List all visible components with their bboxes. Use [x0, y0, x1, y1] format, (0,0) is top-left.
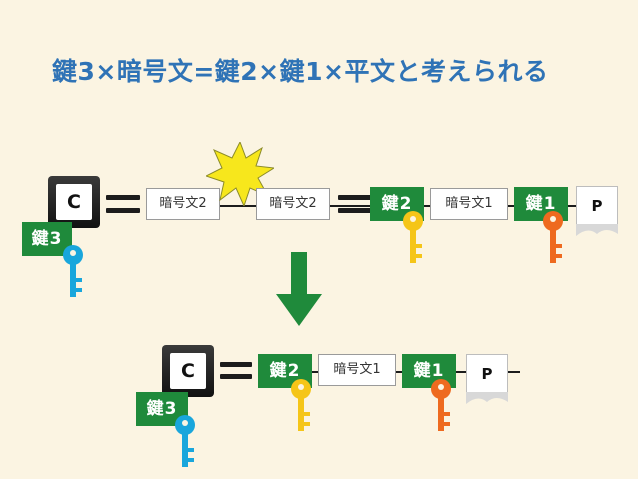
blue-key-icon — [175, 415, 195, 467]
slide-title: 鍵3×暗号文=鍵2×鍵1×平文と考えられる — [52, 57, 549, 86]
yellow-key-icon — [291, 379, 311, 431]
ciphertext1-box-bottom: 暗号文1 — [318, 354, 396, 386]
paper-curl-icon — [466, 392, 508, 404]
plaintext-p-paper-top: P — [576, 186, 618, 226]
ciphertext1-box-top: 暗号文1 — [430, 188, 508, 220]
plaintext-p-paper-bottom: P — [466, 354, 508, 394]
ciphertext-c-cube-top: C — [48, 176, 100, 228]
paper-curl-icon — [576, 224, 618, 236]
equals-sign-bottom — [220, 362, 252, 382]
key3-label-top: 鍵3 — [22, 222, 72, 256]
orange-key-icon — [543, 211, 563, 263]
p-label: P — [591, 197, 603, 215]
equals-sign-1 — [106, 195, 140, 217]
ciphertext2-box-b: 暗号文2 — [256, 188, 330, 220]
ciphertext2-box-a: 暗号文2 — [146, 188, 220, 220]
yellow-key-icon — [403, 211, 423, 263]
c-label: C — [170, 353, 206, 389]
equals-sign-2 — [338, 195, 372, 217]
c-label: C — [56, 184, 92, 220]
ciphertext-c-cube-bottom: C — [162, 345, 214, 397]
p-label: P — [481, 365, 493, 383]
blue-key-icon — [63, 245, 83, 297]
orange-key-icon — [431, 379, 451, 431]
down-arrow-icon — [276, 252, 322, 326]
